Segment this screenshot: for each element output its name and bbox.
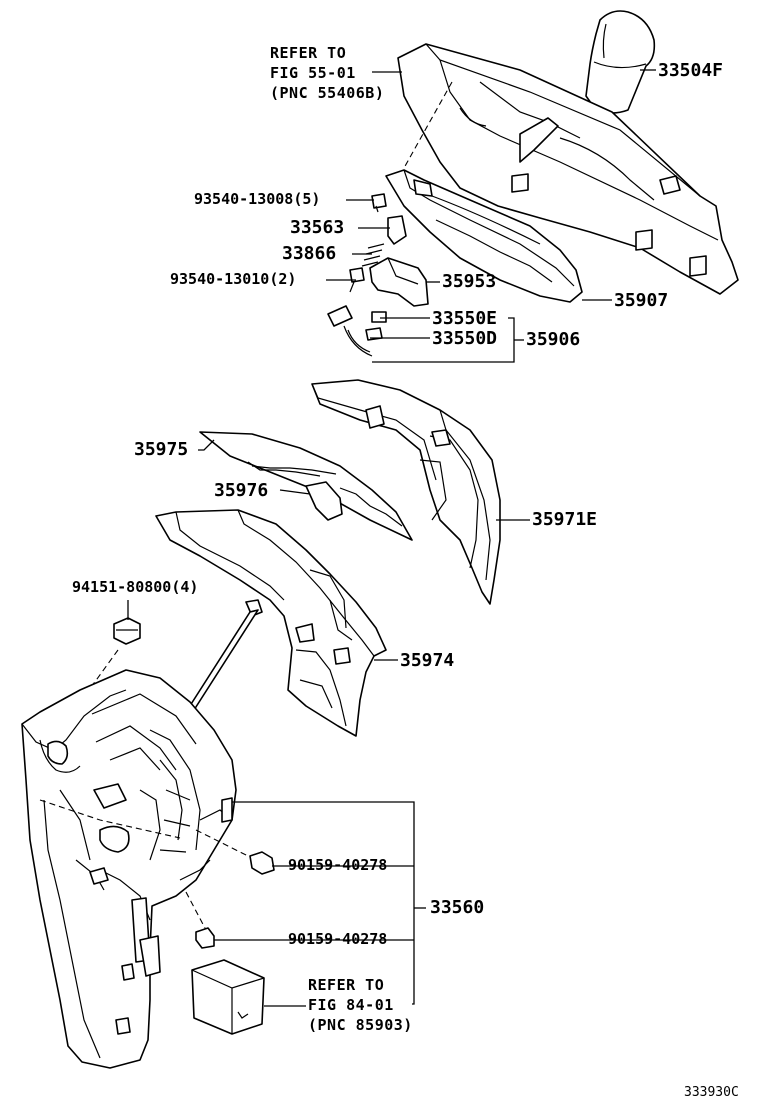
label-35971E[interactable]: 35971E xyxy=(532,509,598,530)
ref-bottom-line1[interactable]: REFER TO xyxy=(308,976,385,994)
side-panel-35971E-shape[interactable] xyxy=(311,379,501,605)
top-reference-leader xyxy=(403,81,453,169)
label-90159-40278-upper[interactable]: 90159-40278 xyxy=(288,856,388,874)
bolt-90159-upper-shape[interactable] xyxy=(249,851,275,875)
ref-top-line2[interactable]: FIG 55-01 xyxy=(270,64,356,82)
leader-35976 xyxy=(279,489,311,495)
label-33866[interactable]: 33866 xyxy=(282,243,337,264)
ref-top-line1[interactable]: REFER TO xyxy=(270,44,347,62)
leader-33560-bracket xyxy=(232,801,415,1005)
bracket-35974-shape[interactable] xyxy=(155,509,387,737)
leader-35975 xyxy=(198,439,215,451)
label-35974[interactable]: 35974 xyxy=(400,650,455,671)
label-93540-13008[interactable]: 93540-13008(5) xyxy=(194,190,321,208)
ref-top-line3[interactable]: (PNC 55406B) xyxy=(270,84,385,102)
label-35976[interactable]: 35976 xyxy=(214,480,269,501)
relay-box-shape[interactable] xyxy=(191,959,265,1035)
plate-35976-shape[interactable] xyxy=(305,481,343,521)
bolt-lower-leader xyxy=(185,891,207,931)
label-94151-80800[interactable]: 94151-80800(4) xyxy=(72,578,199,596)
screw-93540-13010-shape[interactable] xyxy=(349,267,365,293)
label-33504F[interactable]: 33504F xyxy=(658,60,724,81)
label-35953[interactable]: 35953 xyxy=(442,271,497,292)
gate-bezel-shape[interactable] xyxy=(385,169,583,303)
bulb-harness-35906-shape[interactable] xyxy=(327,305,387,357)
housing-internal-leader xyxy=(39,799,181,839)
bolt-90159-lower-shape[interactable] xyxy=(195,927,215,949)
shift-knob-shape[interactable] xyxy=(585,10,656,114)
label-35907[interactable]: 35907 xyxy=(614,290,669,311)
ref-bottom-line2[interactable]: FIG 84-01 xyxy=(308,996,394,1014)
label-33550D[interactable]: 33550D xyxy=(432,328,498,349)
label-33563[interactable]: 33563 xyxy=(290,217,345,238)
label-33560[interactable]: 33560 xyxy=(430,897,485,918)
shift-assembly-33560-shape[interactable] xyxy=(21,669,237,1069)
label-90159-40278-lower[interactable]: 90159-40278 xyxy=(288,930,388,948)
figure-code: 333930C xyxy=(684,1085,739,1100)
part-35953-shape[interactable] xyxy=(369,257,429,307)
screw-93540-13008-shape[interactable] xyxy=(371,193,387,213)
label-93540-13010[interactable]: 93540-13010(2) xyxy=(170,270,297,288)
label-33550E[interactable]: 33550E xyxy=(432,308,498,329)
nut-94151-shape[interactable] xyxy=(113,617,141,645)
label-35906[interactable]: 35906 xyxy=(526,329,581,350)
label-35975[interactable]: 35975 xyxy=(134,439,189,460)
part-33563-shape[interactable] xyxy=(387,215,407,245)
upper-console-panel-shape[interactable] xyxy=(397,43,739,295)
bolt-upper-leader xyxy=(195,829,257,861)
ref-bottom-line3[interactable]: (PNC 85903) xyxy=(308,1016,413,1034)
spring-33866-shape[interactable] xyxy=(361,243,385,267)
